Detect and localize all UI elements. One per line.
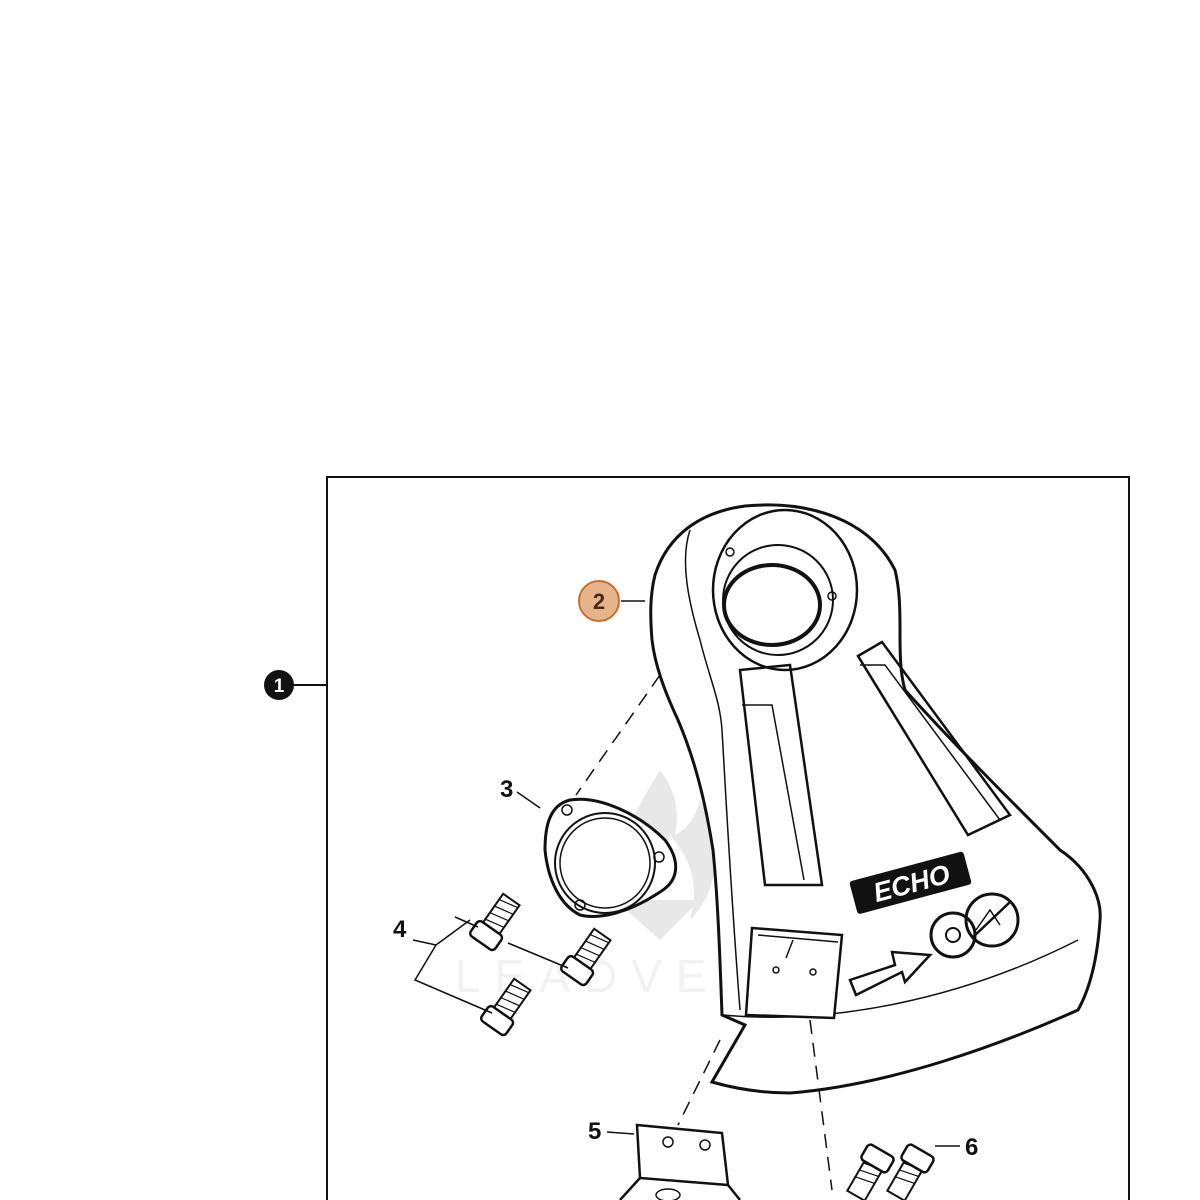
guard-mount-hole bbox=[809, 968, 817, 976]
callout-6[interactable]: 6 bbox=[935, 1134, 978, 1161]
guard-mount-axis bbox=[785, 939, 794, 959]
guard-hub-hole bbox=[725, 547, 735, 557]
callout-3-label: 3 bbox=[500, 776, 513, 803]
flange-hole bbox=[653, 851, 665, 863]
callout-4-bracket bbox=[412, 919, 493, 1014]
callout-4-leader bbox=[507, 942, 569, 969]
bolt-icon bbox=[468, 892, 521, 952]
callout-2-marker bbox=[578, 580, 620, 622]
guard-logo-plate bbox=[849, 851, 972, 914]
guard-inner-edge bbox=[684, 529, 741, 1011]
guard-slot-left bbox=[738, 663, 824, 887]
bracket-hole bbox=[662, 1136, 674, 1148]
bracket-part bbox=[619, 1123, 741, 1200]
bolt-icon bbox=[479, 977, 532, 1037]
guard-part: ECHO bbox=[649, 503, 1102, 1095]
watermark-flame-icon bbox=[615, 770, 717, 940]
callout-1-marker bbox=[264, 670, 294, 700]
guard-rim-edge bbox=[721, 939, 1079, 1018]
guard-hub-outer bbox=[711, 508, 859, 672]
bracket-slot bbox=[655, 1188, 681, 1200]
flange-assembly-line bbox=[575, 674, 661, 796]
flange-bore bbox=[554, 812, 656, 914]
callout-4[interactable]: 4 bbox=[393, 916, 569, 1014]
guard-mount-boss-face bbox=[757, 934, 839, 943]
callout-2[interactable]: 2 bbox=[578, 580, 620, 622]
callout-3[interactable]: 3 bbox=[500, 776, 541, 809]
callout-4-leader bbox=[454, 916, 479, 928]
guard-bolts bbox=[468, 892, 612, 1037]
callout-1[interactable]: 1 bbox=[264, 670, 294, 700]
bracket-arm bbox=[619, 1177, 741, 1200]
guard-slot-right bbox=[856, 640, 1012, 837]
guard-mount-hole bbox=[772, 966, 780, 974]
assembly-lines bbox=[575, 674, 833, 1191]
callout-5-leader bbox=[606, 1131, 635, 1135]
guard-mount-boss bbox=[744, 926, 844, 1020]
bracket-assembly-line bbox=[677, 1039, 721, 1126]
callout-6-label: 6 bbox=[965, 1134, 978, 1161]
bracket-plate bbox=[635, 1123, 730, 1187]
guard-slot-right-inner bbox=[860, 664, 1001, 821]
bracket-bolts bbox=[845, 1143, 935, 1200]
flange-bore-inner bbox=[559, 817, 651, 909]
guard-slot-left-inner bbox=[742, 704, 805, 881]
bolt-assembly-line bbox=[809, 1019, 833, 1191]
blade-rotation-decal-icon bbox=[929, 892, 1020, 959]
guard-hub-hole bbox=[827, 591, 837, 601]
callout-1-label: 1 bbox=[274, 676, 285, 697]
assembly-frame bbox=[326, 476, 1130, 1200]
flange-hole bbox=[574, 899, 586, 911]
callout-4-label: 4 bbox=[393, 916, 407, 943]
flange-hole bbox=[561, 804, 573, 816]
callout-2-label: 2 bbox=[593, 589, 605, 614]
flange-part bbox=[543, 797, 678, 918]
bolt-icon bbox=[845, 1143, 895, 1200]
callout-5[interactable]: 5 bbox=[588, 1118, 635, 1145]
bolt-icon bbox=[559, 927, 612, 987]
guard-outline bbox=[649, 503, 1102, 1095]
callout-5-label: 5 bbox=[588, 1118, 601, 1145]
rotation-arrow-icon bbox=[848, 950, 933, 997]
callout-3-leader bbox=[516, 791, 541, 809]
bolt-icon bbox=[885, 1143, 935, 1200]
bracket-hole bbox=[699, 1139, 711, 1151]
guard-hub-bore bbox=[722, 563, 822, 647]
